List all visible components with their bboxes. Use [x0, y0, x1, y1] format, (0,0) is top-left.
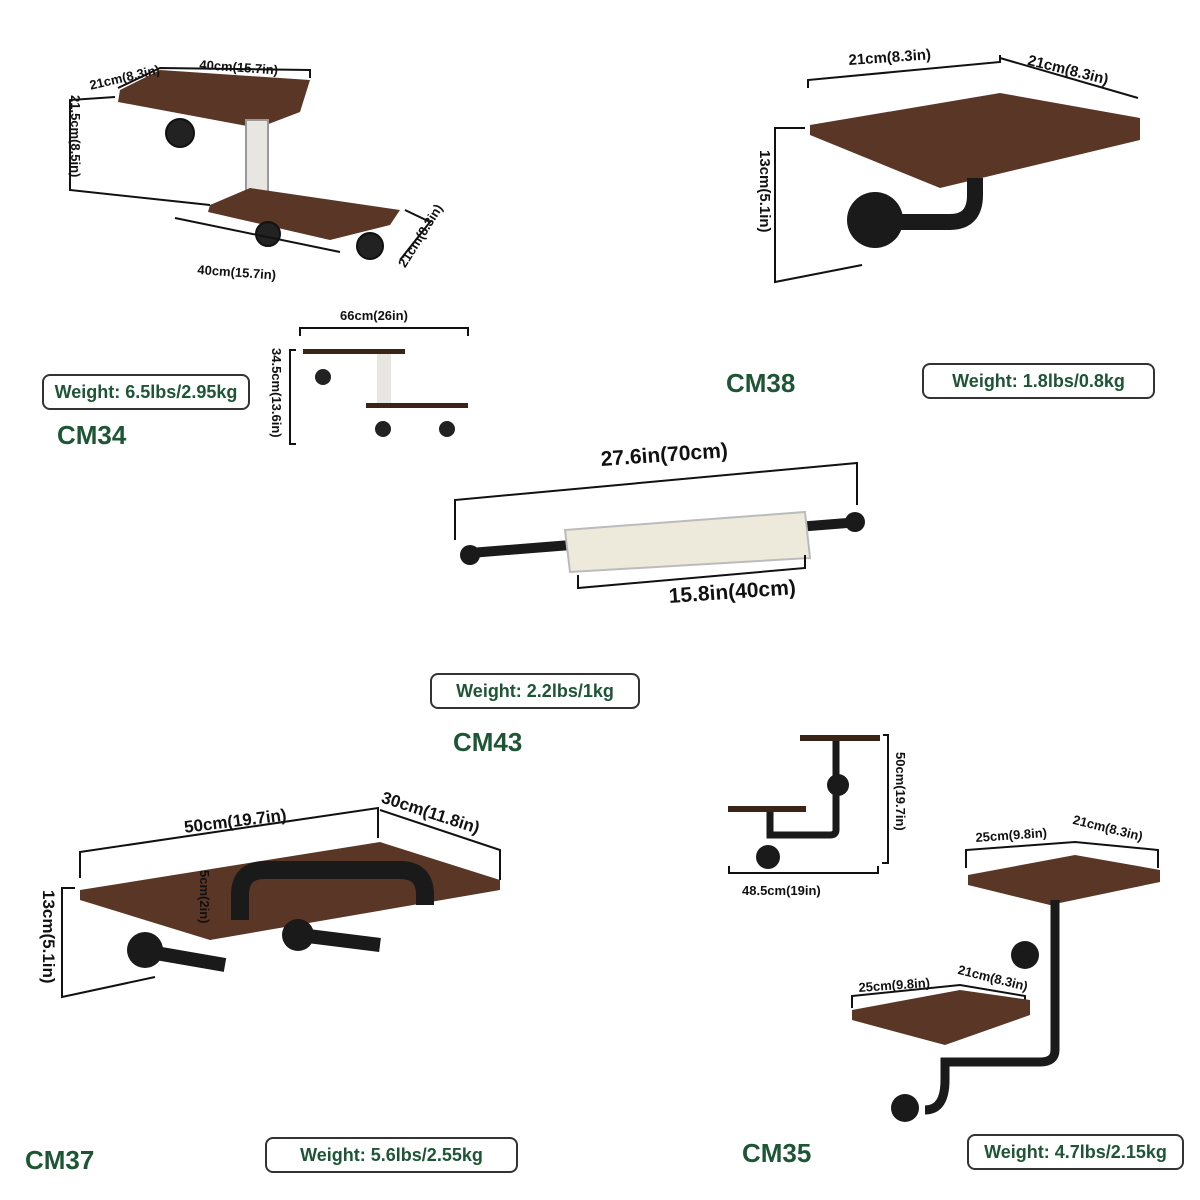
cm37-model: CM37	[25, 1145, 95, 1175]
cm34-model: CM34	[57, 420, 127, 450]
cm43-illustration	[454, 461, 865, 590]
cm34-total-height: 34.5cm(13.6in)	[269, 348, 284, 438]
cm34-side-view	[289, 327, 469, 445]
cm35-weight: Weight: 4.7lbs/2.15kg	[967, 1134, 1184, 1170]
cm35-side-view	[728, 734, 889, 874]
cm35-illustration	[851, 840, 1160, 1122]
cm34-illustration	[69, 66, 432, 261]
cm37-pipe-height: 5cm(2in)	[197, 870, 212, 924]
cm34-height: 21.5cm(8.5in)	[68, 95, 83, 178]
cm38-model: CM38	[726, 368, 796, 398]
cm35-total-height: 50cm(19.7in)	[893, 752, 908, 831]
cm38-weight: Weight: 1.8lbs/0.8kg	[922, 363, 1155, 399]
cm43-weight: Weight: 2.2lbs/1kg	[430, 673, 640, 709]
cm37-illustration	[61, 806, 501, 999]
cm37-weight: Weight: 5.6lbs/2.55kg	[265, 1137, 518, 1173]
cm34-weight: Weight: 6.5lbs/2.95kg	[42, 374, 250, 410]
cm37-height: 13cm(5.1in)	[39, 890, 58, 984]
cm38-illustration	[774, 55, 1140, 284]
cm43-model: CM43	[453, 727, 523, 757]
cm35-model: CM35	[742, 1138, 812, 1168]
cm38-height: 13cm(5.1in)	[756, 150, 773, 233]
cm34-total-width: 66cm(26in)	[340, 308, 408, 323]
cm35-total-width: 48.5cm(19in)	[742, 883, 821, 898]
